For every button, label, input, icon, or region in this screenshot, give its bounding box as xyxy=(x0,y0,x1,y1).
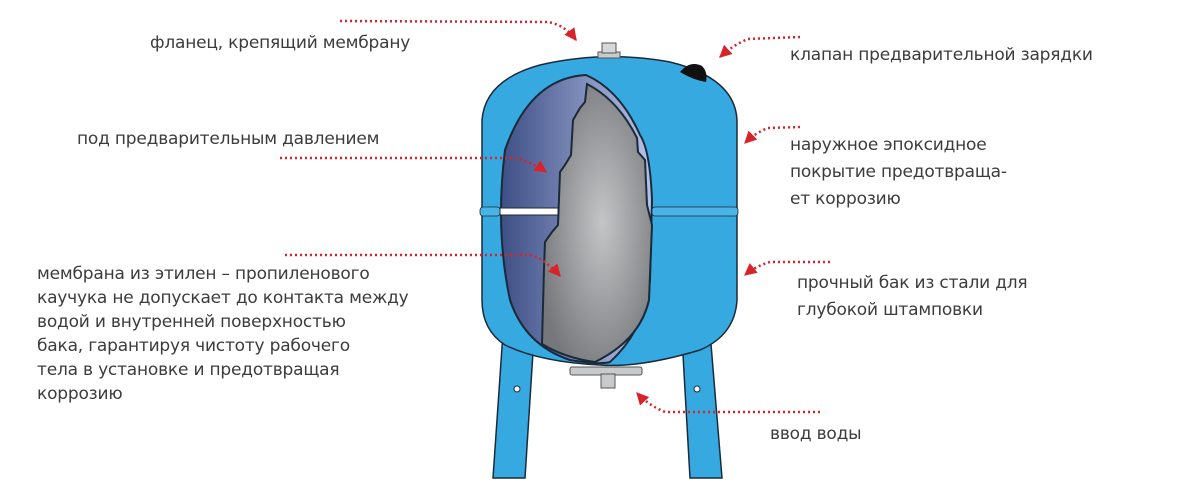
label-line: тела в установке и предотвращая xyxy=(37,360,340,380)
label-line: глубокой штамповки xyxy=(797,300,983,320)
arrow-valve xyxy=(719,35,801,58)
leg-hole xyxy=(693,385,701,393)
water-inlet-flange xyxy=(569,366,643,389)
label-line: каучука не допускает до контакта между xyxy=(37,288,409,308)
label-water-inlet: ввод воды xyxy=(770,424,862,444)
arrow-pressure xyxy=(280,156,548,174)
seam-left xyxy=(479,206,501,217)
label-line: наружное эпоксидное xyxy=(790,135,987,155)
label-line: коррозию xyxy=(37,384,123,404)
leg-hole xyxy=(513,385,521,393)
arrow-coating xyxy=(744,125,801,144)
arrow-steel xyxy=(744,260,830,276)
label-line: прочный бак из стали для xyxy=(797,273,1028,293)
membrane xyxy=(540,82,654,364)
label-valve: клапан предварительной зарядки xyxy=(790,45,1093,65)
label-steel: прочный бак из стали для глубокой штампо… xyxy=(797,270,1028,324)
label-membrane: мембрана из этилен – пропиленового каучу… xyxy=(37,262,409,406)
label-flange: фланец, крепящий мембрану xyxy=(150,33,411,53)
top-flange xyxy=(597,42,621,59)
label-line: бака, гарантируя чистоту рабочего xyxy=(37,336,350,356)
label-pressure: под предварительным давлением xyxy=(77,129,380,149)
arrow-water-inlet xyxy=(636,392,820,414)
label-line: покрытие предотвраща- xyxy=(790,162,1007,182)
seam-gap xyxy=(499,207,559,216)
precharge-valve xyxy=(680,64,707,82)
label-coating: наружное эпоксидное покрытие предотвраща… xyxy=(790,132,1007,213)
left-leg xyxy=(492,331,534,479)
label-line: водой и внутренней поверхностью xyxy=(37,312,346,332)
seam-right xyxy=(651,206,739,217)
label-line: мембрана из этилен – пропиленового xyxy=(37,264,370,284)
label-line: ет коррозию xyxy=(790,189,901,209)
